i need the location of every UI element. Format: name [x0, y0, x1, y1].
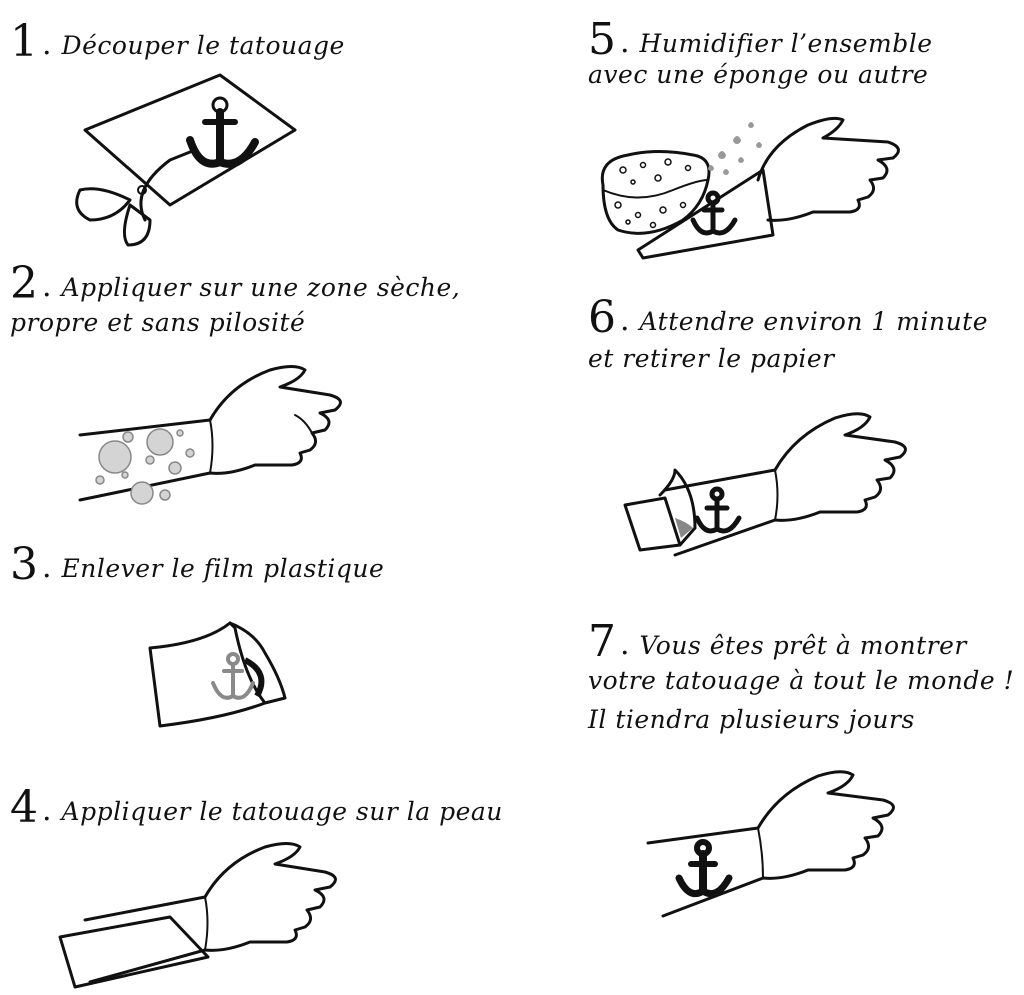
step-number: 3	[10, 539, 38, 590]
step-dot: .	[42, 269, 52, 304]
step-number: 7	[588, 616, 616, 667]
step-number: 1	[10, 16, 38, 67]
step-text: Vous êtes prêt à montrer	[640, 631, 967, 660]
step-dot: .	[42, 550, 52, 585]
step-number: 5	[588, 14, 616, 65]
step-number: 6	[588, 292, 616, 343]
step-text: et retirer le papier	[588, 344, 835, 373]
scissors-cutting-anchor-tattoo-icon	[70, 70, 300, 250]
anchor-icon	[693, 193, 735, 233]
step-text: Appliquer le tatouage sur la peau	[62, 797, 503, 826]
step-text: Humidifier l’ensemble	[640, 29, 933, 58]
step-text: Découper le tatouage	[62, 31, 345, 60]
anchor-icon	[679, 842, 729, 894]
anchor-icon	[697, 489, 739, 531]
step-number: 2	[10, 258, 38, 309]
step-5-heading: 5.Humidifier l’ensemble	[588, 18, 933, 62]
step-dot: .	[620, 627, 630, 662]
forearm-with-paper-icon	[60, 842, 350, 992]
step-text: votre tatouage à tout le monde !	[588, 666, 1014, 695]
sponge-wetting-paper-icon	[598, 110, 918, 265]
step-text: Enlever le film plastique	[62, 554, 385, 583]
forearm-with-bubbles-icon	[80, 365, 350, 515]
step-4-heading: 4.Appliquer le tatouage sur la peau	[10, 786, 503, 830]
step-6-heading: 6.Attendre environ 1 minute	[588, 296, 988, 340]
anchor-icon	[190, 98, 255, 164]
step-text: avec une éponge ou autre	[588, 60, 928, 89]
step-text: Attendre environ 1 minute	[640, 307, 988, 336]
step-text: propre et sans pilosité	[10, 308, 305, 337]
step-dot: .	[42, 793, 52, 828]
step-7-heading: 7.Vous êtes prêt à montrer	[588, 620, 967, 664]
step-3-heading: 3.Enlever le film plastique	[10, 543, 384, 587]
peeling-paper-from-arm-icon	[625, 410, 920, 560]
forearm-with-anchor-tattoo-icon	[648, 768, 918, 918]
step-1-heading: 1.Découper le tatouage	[10, 20, 345, 64]
step-text: Il tiendra plusieurs jours	[588, 705, 915, 734]
peeling-plastic-film-icon	[145, 618, 295, 733]
step-dot: .	[620, 25, 630, 60]
step-number: 4	[10, 782, 38, 833]
step-dot: .	[620, 303, 630, 338]
step-text: Appliquer sur une zone sèche,	[62, 273, 461, 302]
step-2-heading: 2.Appliquer sur une zone sèche,	[10, 262, 460, 306]
step-dot: .	[42, 27, 52, 62]
